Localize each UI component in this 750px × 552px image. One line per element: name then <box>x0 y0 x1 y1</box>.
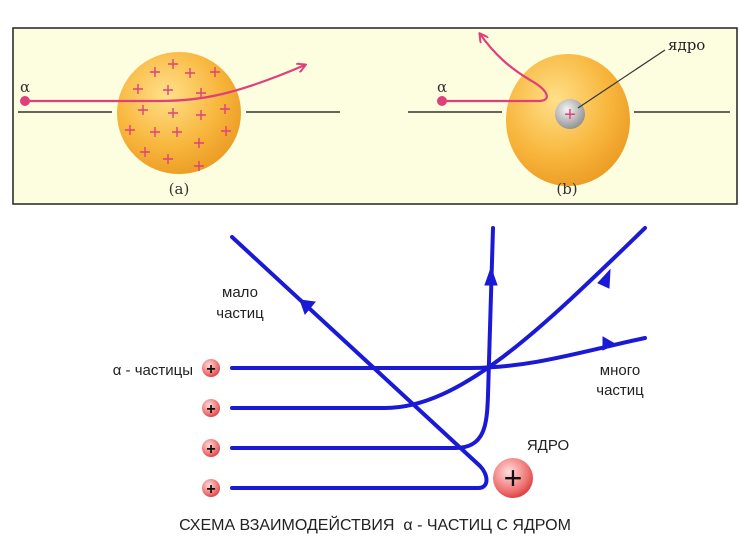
plus-charge-icon <box>150 127 160 137</box>
alpha-particle <box>437 96 447 106</box>
alpha-particle: + <box>202 479 220 498</box>
nucleus-pointer <box>577 49 666 109</box>
scheme-labels: мало частиц много частиц α - частицы ЯДР… <box>113 284 644 534</box>
trajectory-straight <box>230 336 647 370</box>
plus-charge-icon <box>221 126 231 136</box>
nucleus-label: ядро <box>668 36 705 54</box>
alpha-particle <box>20 96 30 106</box>
alpha-trajectory <box>442 34 548 103</box>
plus-charge-icon <box>194 161 204 171</box>
plus-charge-icon <box>196 88 206 98</box>
plus-charge-icon <box>172 127 182 137</box>
plus-charge-icon <box>168 59 178 69</box>
rutherford-model: + ядро α (b) <box>408 34 730 198</box>
plus-sign: + <box>206 481 215 498</box>
scattering-scheme <box>230 226 647 490</box>
plus-sign: + <box>206 401 215 418</box>
plus-charge-icon <box>168 108 178 118</box>
plus-charge-icon <box>163 154 173 164</box>
plus-charge-icon <box>196 110 206 120</box>
few-particles-label: мало <box>222 284 258 301</box>
plus-charge-icon <box>140 147 150 157</box>
nucleus <box>555 99 585 129</box>
plus-charge-icon <box>163 85 173 95</box>
alpha-particles: + + + + <box>202 359 220 498</box>
arrow-head <box>299 299 316 315</box>
plus-charge-icon <box>210 67 220 77</box>
nucleus-plus: + <box>564 104 576 126</box>
trajectory-strongly-deflected <box>230 226 495 450</box>
plus-charge-icon <box>133 84 143 94</box>
nucleus-big: + <box>493 458 533 498</box>
alpha-particles-label: α - частицы <box>113 362 193 379</box>
atom-sphere <box>117 52 241 174</box>
label-a: (a) <box>169 180 190 198</box>
trajectory-deflected <box>230 226 647 410</box>
plus-sign: + <box>206 361 215 378</box>
arrow-head <box>602 336 617 351</box>
trajectory-backscattered <box>230 235 489 490</box>
nucleus-label: ЯДРО <box>527 437 569 454</box>
alpha-particle: + <box>202 399 220 418</box>
plus-charge-icon <box>150 67 160 77</box>
alpha-particle: + <box>202 359 220 378</box>
alpha-symbol: α <box>20 78 30 96</box>
alpha-symbol: α <box>437 78 447 96</box>
arrow-head <box>484 266 498 286</box>
thomson-model: α (a) <box>18 52 340 198</box>
alpha-particle: + <box>202 439 220 458</box>
arrow-head <box>597 268 611 289</box>
top-panel: α (a) + ядро α (b) <box>12 27 738 205</box>
label-b: (b) <box>556 180 577 198</box>
plus-charge-icon <box>138 105 148 115</box>
positive-charges <box>125 59 231 171</box>
plus-charge-icon <box>185 68 195 78</box>
plus-charge-icon <box>194 138 204 148</box>
plus-sign: + <box>504 460 523 496</box>
few-particles-label: частиц <box>216 305 264 322</box>
plus-charge-icon <box>125 125 135 135</box>
alpha-trajectory <box>25 65 305 103</box>
many-particles-label: частиц <box>596 382 644 399</box>
many-particles-label: много <box>600 362 640 379</box>
plus-charge-icon <box>220 104 230 114</box>
plus-sign: + <box>206 441 215 458</box>
caption: СХЕМА ВЗАИМОДЕЙСТВИЯ α - ЧАСТИЦ С ЯДРОМ <box>179 515 571 534</box>
